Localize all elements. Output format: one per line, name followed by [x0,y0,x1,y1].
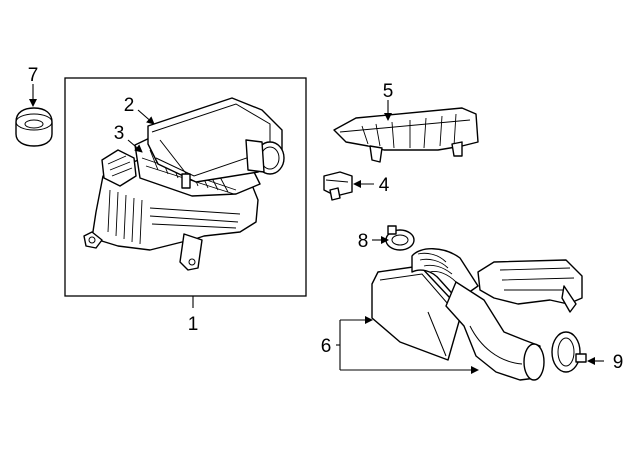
callout-5: 5 [383,81,394,102]
cap-part-7[interactable] [15,107,53,147]
callout-6: 6 [321,336,332,357]
callout-4: 4 [379,175,390,196]
intake-duct-part-6[interactable] [371,248,583,381]
assembly-frame [64,77,307,297]
sensor-part-4[interactable] [323,171,353,201]
callout-8: 8 [358,231,369,252]
callout-1: 1 [188,314,199,335]
callout-7: 7 [28,65,39,86]
callout-3: 3 [114,123,125,144]
leader-2 [137,109,155,125]
callout-2: 2 [124,95,135,116]
callout-9: 9 [613,352,624,373]
clamp-part-9[interactable] [551,331,587,373]
leader-3 [127,139,143,153]
bracket-part-5[interactable] [333,107,479,163]
clamp-part-8[interactable] [385,225,415,251]
air-cleaner-assembly[interactable] [83,97,285,271]
